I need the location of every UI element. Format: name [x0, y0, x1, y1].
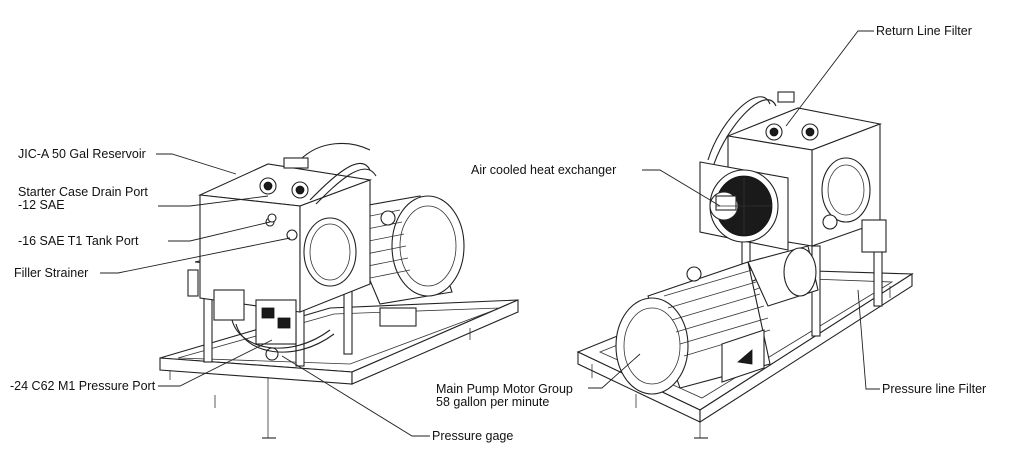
left-pump-manifold — [187, 269, 335, 361]
callout-starter-case-line2: -12 SAE — [18, 198, 65, 212]
callout-heat-exchanger: Air cooled heat exchanger — [471, 163, 617, 177]
leader-return-line-filter — [785, 30, 874, 127]
leader-heat-exchanger — [642, 169, 721, 207]
callout-starter-case-line1: Starter Case Drain Port — [18, 185, 148, 199]
leader-reservoir — [156, 153, 237, 175]
callout-pressure-gage: Pressure gage — [432, 429, 514, 443]
leader-lines — [100, 30, 880, 437]
left-unit — [159, 142, 519, 439]
leader-pressure-line-filter — [857, 289, 880, 390]
right-unit — [576, 91, 914, 439]
callout-main-pump-line2: 58 gallon per minute — [436, 395, 550, 409]
callout-return-line-filter: Return Line Filter — [876, 24, 972, 38]
left-reservoir-tank — [197, 142, 377, 313]
leader-filler-strainer — [100, 237, 291, 274]
leader-pressure-port — [158, 339, 273, 387]
callout-main-pump-line1: Main Pump Motor Group — [436, 382, 573, 396]
callout-starter-case-drain-port: Starter Case Drain Port -12 SAE — [18, 186, 148, 212]
callout-main-pump-motor-group: Main Pump Motor Group 58 gallon per minu… — [436, 383, 573, 409]
right-electric-motor — [615, 245, 819, 395]
callout-filler-strainer: Filler Strainer — [14, 266, 89, 280]
leader-starter-case — [158, 195, 269, 207]
callout-pressure-port: -24 C62 M1 Pressure Port — [10, 379, 156, 393]
right-heat-exchanger — [699, 161, 789, 251]
leader-pressure-gage — [281, 355, 430, 437]
leader-main-pump — [588, 353, 641, 389]
callout-pressure-line-filter: Pressure line Filter — [882, 382, 987, 396]
callout-reservoir: JIC-A 50 Gal Reservoir — [18, 147, 146, 161]
leader-tank-port — [168, 221, 271, 242]
left-skid-base — [159, 299, 519, 439]
callout-tank-port: -16 SAE T1 Tank Port — [18, 234, 139, 248]
